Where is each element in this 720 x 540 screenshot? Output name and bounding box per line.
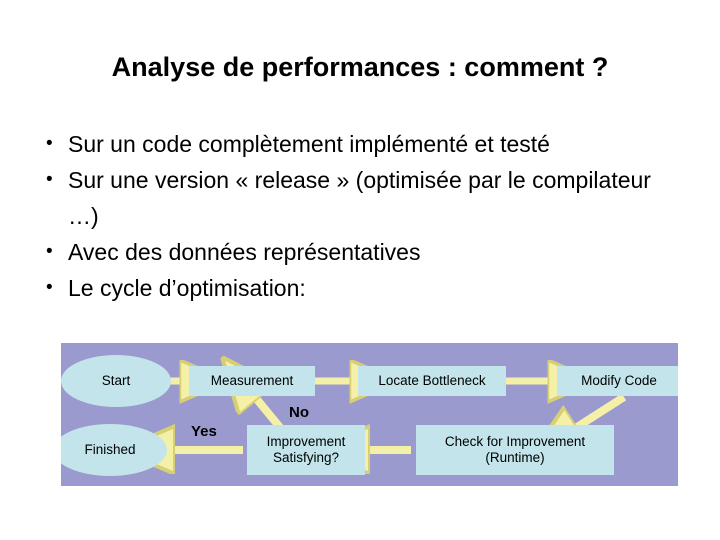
node-measurement[interactable]: Measurement — [189, 366, 315, 396]
node-locate-bottleneck[interactable]: Locate Bottleneck — [358, 366, 506, 396]
optimization-cycle-diagram: Start Measurement Locate Bottleneck Modi… — [61, 343, 678, 486]
node-modify-code[interactable]: Modify Code — [557, 366, 678, 396]
edge-label-no: No — [289, 404, 309, 421]
edge-label-yes: Yes — [191, 423, 217, 440]
node-check-line2: (Runtime) — [485, 450, 545, 465]
node-check-line1: Check for Improvement — [444, 434, 586, 449]
node-improvement-satisfying[interactable]: Improvement Satisfying? — [247, 425, 365, 475]
node-start-label: Start — [101, 373, 131, 388]
list-item: Sur une version « release » (optimisée p… — [40, 162, 680, 234]
node-start[interactable]: Start — [61, 355, 171, 407]
list-item: Sur un code complètement implémenté et t… — [40, 126, 680, 162]
node-improvement-line1: Improvement — [266, 434, 346, 449]
node-measurement-label: Measurement — [210, 373, 294, 388]
node-finished[interactable]: Finished — [61, 424, 167, 476]
node-locate-bottleneck-label: Locate Bottleneck — [378, 373, 486, 388]
list-item: Le cycle d’optimisation: — [40, 270, 680, 306]
node-modify-code-label: Modify Code — [581, 373, 657, 388]
list-item: Avec des données représentatives — [40, 234, 680, 270]
page-title: Analyse de performances : comment ? — [111, 52, 609, 82]
node-finished-label: Finished — [84, 442, 136, 457]
node-improvement-line2: Satisfying? — [272, 450, 340, 465]
node-check-for-improvement[interactable]: Check for Improvement (Runtime) — [416, 425, 614, 475]
bullet-list: Sur un code complètement implémenté et t… — [40, 126, 680, 306]
